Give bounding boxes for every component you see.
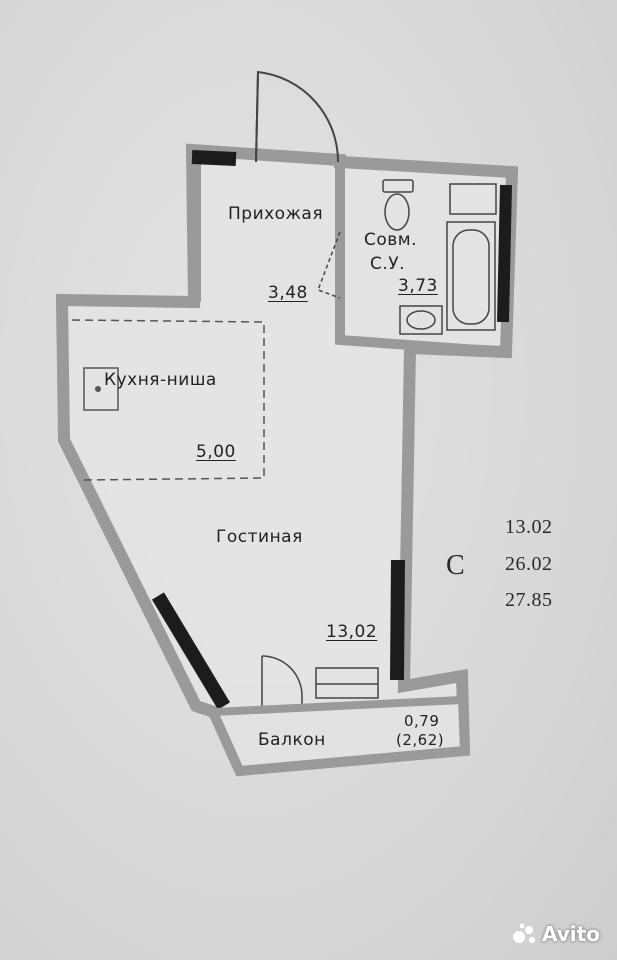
entrance-door [255, 70, 340, 163]
total-area-with-balcony: 27.85 [505, 589, 553, 611]
window-top-left [191, 150, 237, 166]
balcony-label: Балкон [258, 730, 326, 750]
total-area: 26.02 [505, 553, 553, 575]
bathtub-fixture [446, 221, 496, 331]
bath-shelf [449, 183, 497, 215]
bathroom-area: 3,73 [398, 276, 438, 296]
kitchen-label: Кухня-ниша [104, 370, 217, 390]
living-area-total: 13.02 [505, 516, 553, 538]
bathroom-label-line1: Совм. [364, 230, 418, 250]
bathroom-label-line2: С.У. [370, 254, 406, 274]
avito-watermark: Avito [512, 920, 600, 948]
avito-watermark-text: Avito [542, 922, 600, 946]
living-room-area: 13,02 [326, 622, 378, 642]
toilet-fixture [382, 179, 414, 231]
kitchen-sink [83, 367, 119, 411]
avito-logo-icon [513, 923, 535, 943]
hallway-label: Прихожая [228, 204, 324, 224]
bathroom-walls [335, 162, 507, 357]
kitchen-area: 5,00 [196, 442, 236, 462]
washbasin-fixture [399, 305, 443, 335]
balcony-outline [207, 695, 469, 775]
balcony-area-full: (2,62) [396, 731, 445, 749]
window-right-living [390, 559, 405, 681]
apartment-type-letter: С [446, 550, 466, 581]
hallway-area: 3,48 [268, 283, 308, 303]
living-room-label: Гостиная [216, 527, 303, 547]
bathroom-door [317, 231, 341, 299]
balcony-area: 0,79 [404, 712, 440, 730]
window-left-diagonal [151, 592, 231, 710]
balcony-window [315, 667, 379, 699]
kitchen-niche-boundary [71, 319, 265, 481]
living-floor [72, 322, 398, 684]
window-right-bath [497, 184, 512, 323]
